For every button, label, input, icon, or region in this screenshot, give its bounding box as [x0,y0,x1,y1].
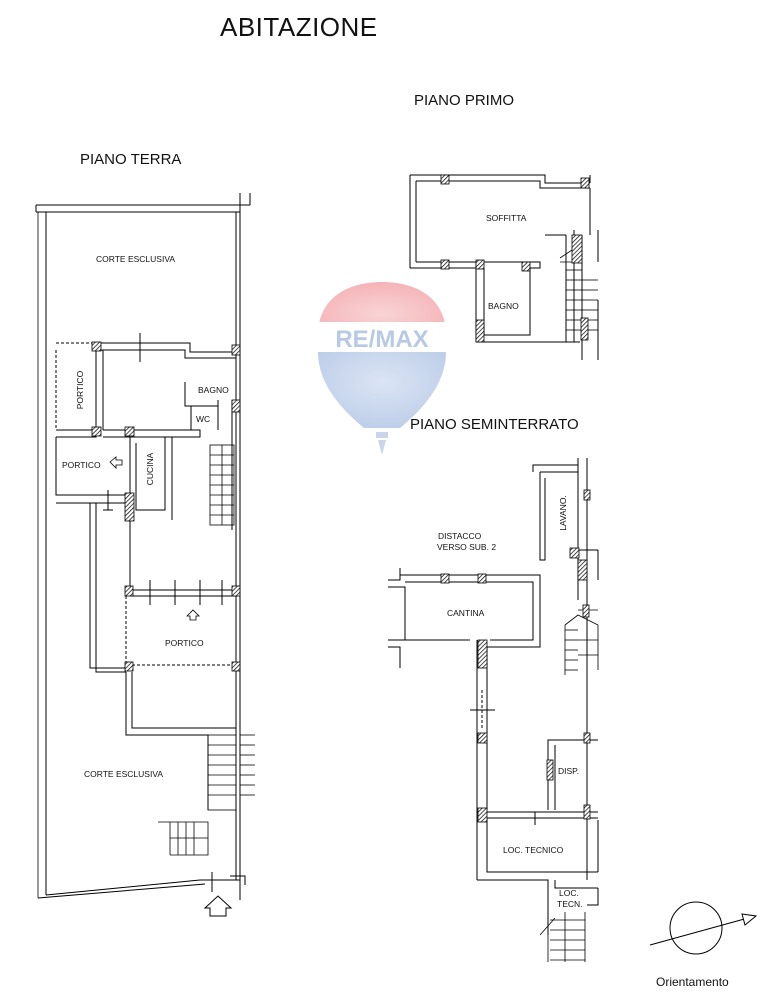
room-label-corte-esclusiva: CORTE ESCLUSIVA [96,254,176,264]
room-label-cantina: CANTINA [447,608,485,618]
room-label-corte-esclusiva: CORTE ESCLUSIVA [84,769,164,779]
floor-title-seminterrato: PIANO SEMINTERRATO [410,416,579,433]
piano-primo-plan [409,174,599,360]
room-label-distacco: VERSO SUB. 2 [437,542,497,552]
room-label-portico: PORTICO [165,638,204,648]
floor-title-primo: PIANO PRIMO [414,92,515,109]
remax-watermark-logo: RE/MAX [318,282,446,455]
room-label-loc-tecn: LOC. [559,888,579,898]
room-label-soffitta: SOFFITTA [486,213,527,223]
room-label-portico: PORTICO [62,460,101,470]
piano-seminterrato-plan [388,458,599,962]
piano-terra-plan [35,193,255,917]
room-label-distacco: DISTACCO [438,531,482,541]
svg-text:RE/MAX: RE/MAX [335,326,428,353]
room-label-bagno: BAGNO [488,301,519,311]
piano-primo-pillars [440,174,590,343]
piano-seminterrato-pillars [440,489,591,823]
room-label-lavano: LAVANO. [558,495,568,531]
floor-title-terra: PIANO TERRA [80,151,182,168]
room-label-bagno: BAGNO [198,385,229,395]
room-label-wc: WC [196,414,211,424]
room-label-loc-tecnico: LOC. TECNICO [503,845,564,855]
door-arrows [109,456,200,621]
piano-terra-pillars [91,341,241,672]
compass-arrow-icon [649,901,758,955]
page-title: ABITAZIONE [220,12,378,42]
room-label-portico: PORTICO [75,370,85,410]
room-label-disp: DISP. [558,766,580,776]
room-label-loc-tecn: TECN. [557,899,583,909]
room-label-cucina: CUCINA [145,452,155,486]
orientation-label: Orientamento [656,975,729,989]
